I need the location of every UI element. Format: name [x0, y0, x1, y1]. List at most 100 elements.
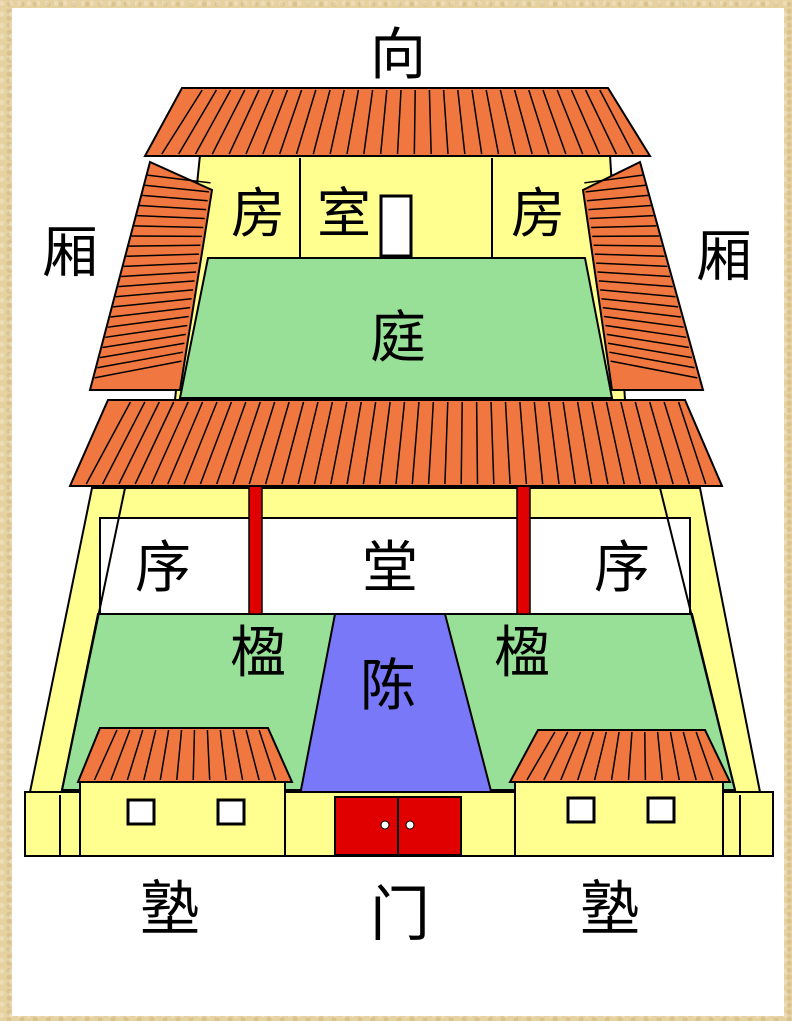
- roof-tile-line: [99, 342, 185, 359]
- label-path: 陈: [360, 654, 416, 719]
- roof-tile-line: [245, 89, 274, 155]
- roof-tile-line: [330, 401, 348, 485]
- roof-tile-line: [245, 729, 260, 781]
- roof-tile-line: [528, 89, 550, 155]
- pillar-left: [248, 485, 263, 615]
- label-room-left: 房: [231, 182, 285, 245]
- roof-tile-line: [594, 253, 665, 257]
- roof-tile-line: [560, 731, 582, 781]
- roof-tile-line: [126, 729, 144, 781]
- school-right: [514, 781, 724, 857]
- roof-tile-line: [139, 204, 207, 211]
- label-room-right: 房: [511, 182, 565, 245]
- roof-tile-line: [490, 401, 495, 485]
- roof-tile-line: [499, 89, 517, 155]
- roof-tile-line: [102, 333, 186, 349]
- roof-tile-line: [620, 401, 642, 485]
- roof-tile-line: [607, 342, 692, 359]
- roof-tile-line: [97, 351, 184, 369]
- roof-tile-line: [598, 280, 673, 288]
- roof-tile-line: [475, 401, 479, 485]
- label-school-left: 塾: [140, 875, 200, 945]
- roof-tile-line: [94, 360, 182, 379]
- roof-tile-line: [533, 401, 544, 485]
- roof-tile-line: [329, 89, 345, 155]
- wing-roof-right-tiles: [584, 174, 698, 379]
- roof-tile-line: [219, 729, 227, 781]
- roof-tile-line: [101, 401, 146, 485]
- gate-knocker-left: [380, 820, 390, 830]
- roof-tile-line: [602, 306, 681, 318]
- roof-tile-line: [215, 401, 247, 485]
- roof-tile-line: [576, 401, 593, 485]
- roof-tile-line: [313, 401, 334, 485]
- school-roof-right: [508, 729, 732, 783]
- roof-tile-line: [113, 297, 192, 308]
- roof-tile-line: [593, 244, 662, 247]
- roof-tile-line: [427, 401, 435, 485]
- roof-tile-line: [585, 184, 646, 193]
- top-roof-tiles: [161, 89, 634, 155]
- roof-tile-line: [136, 214, 205, 220]
- roof-tile-line: [589, 214, 654, 220]
- roof-tile-line: [192, 729, 196, 781]
- wing-roof-left-tiles: [94, 174, 211, 379]
- label-pillar-left: 楹: [230, 621, 286, 686]
- roof-tile-line: [649, 401, 674, 485]
- school-left-window-1: [126, 798, 156, 826]
- roof-tile-line: [262, 89, 289, 155]
- roof-tile-line: [379, 89, 388, 155]
- roof-tile-line: [627, 731, 633, 781]
- roof-tile-line: [126, 253, 199, 257]
- label-hall: 堂: [362, 536, 418, 601]
- roof-tile-line: [444, 401, 449, 485]
- roof-tile-line: [634, 401, 658, 485]
- roof-tile-line: [281, 401, 305, 485]
- roof-tile-line: [258, 729, 277, 781]
- roof-tile-line: [346, 401, 362, 485]
- roof-tile-line: [178, 89, 218, 155]
- roof-tile-line: [644, 731, 647, 781]
- pillar-right: [516, 485, 531, 615]
- roof-tile-line: [586, 194, 649, 202]
- roof-tile-line: [457, 89, 466, 155]
- roof-tile-line: [591, 401, 609, 485]
- side-post-left: [61, 487, 126, 791]
- roof-tile-line: [176, 729, 183, 781]
- school-right-window-1: [566, 796, 596, 824]
- label-courtyard: 庭: [370, 306, 426, 371]
- roof-tile-line: [428, 89, 432, 155]
- roof-tile-line: [610, 360, 698, 379]
- roof-tile-line: [605, 324, 687, 339]
- room-door: [379, 194, 413, 258]
- roof-tile-line: [460, 401, 463, 485]
- roof-tile-line: [471, 89, 483, 155]
- roof-tile-line: [120, 271, 197, 278]
- roof-tile-line: [677, 401, 707, 485]
- roof-tile-line: [605, 401, 625, 485]
- roof-tile-line: [142, 194, 208, 202]
- roof-tile-line: [150, 401, 189, 485]
- roof-tile-line: [144, 184, 210, 193]
- label-wing-right: 厢: [696, 225, 752, 290]
- top-roof: [143, 87, 652, 157]
- roof-tile-line: [610, 731, 620, 781]
- roof-tile-line: [395, 401, 406, 485]
- roof-tile-line: [593, 731, 607, 781]
- roof-tile-line: [362, 401, 377, 485]
- label-side-right: 序: [594, 536, 650, 601]
- roof-tile-line: [519, 401, 528, 485]
- roof-tile-line: [363, 89, 374, 155]
- roof-tile-line: [556, 89, 584, 155]
- roof-tile-line: [134, 401, 175, 485]
- roof-tile-line: [570, 89, 601, 155]
- roof-tile-line: [609, 351, 695, 369]
- wing-roof-right: [581, 160, 705, 391]
- roof-tile-line: [110, 729, 131, 781]
- roof-tile-line: [562, 401, 577, 485]
- hall-floor: [99, 517, 691, 615]
- roof-tile-line: [396, 89, 402, 155]
- roof-tile-line: [93, 729, 118, 781]
- roof-tile-line: [346, 89, 360, 155]
